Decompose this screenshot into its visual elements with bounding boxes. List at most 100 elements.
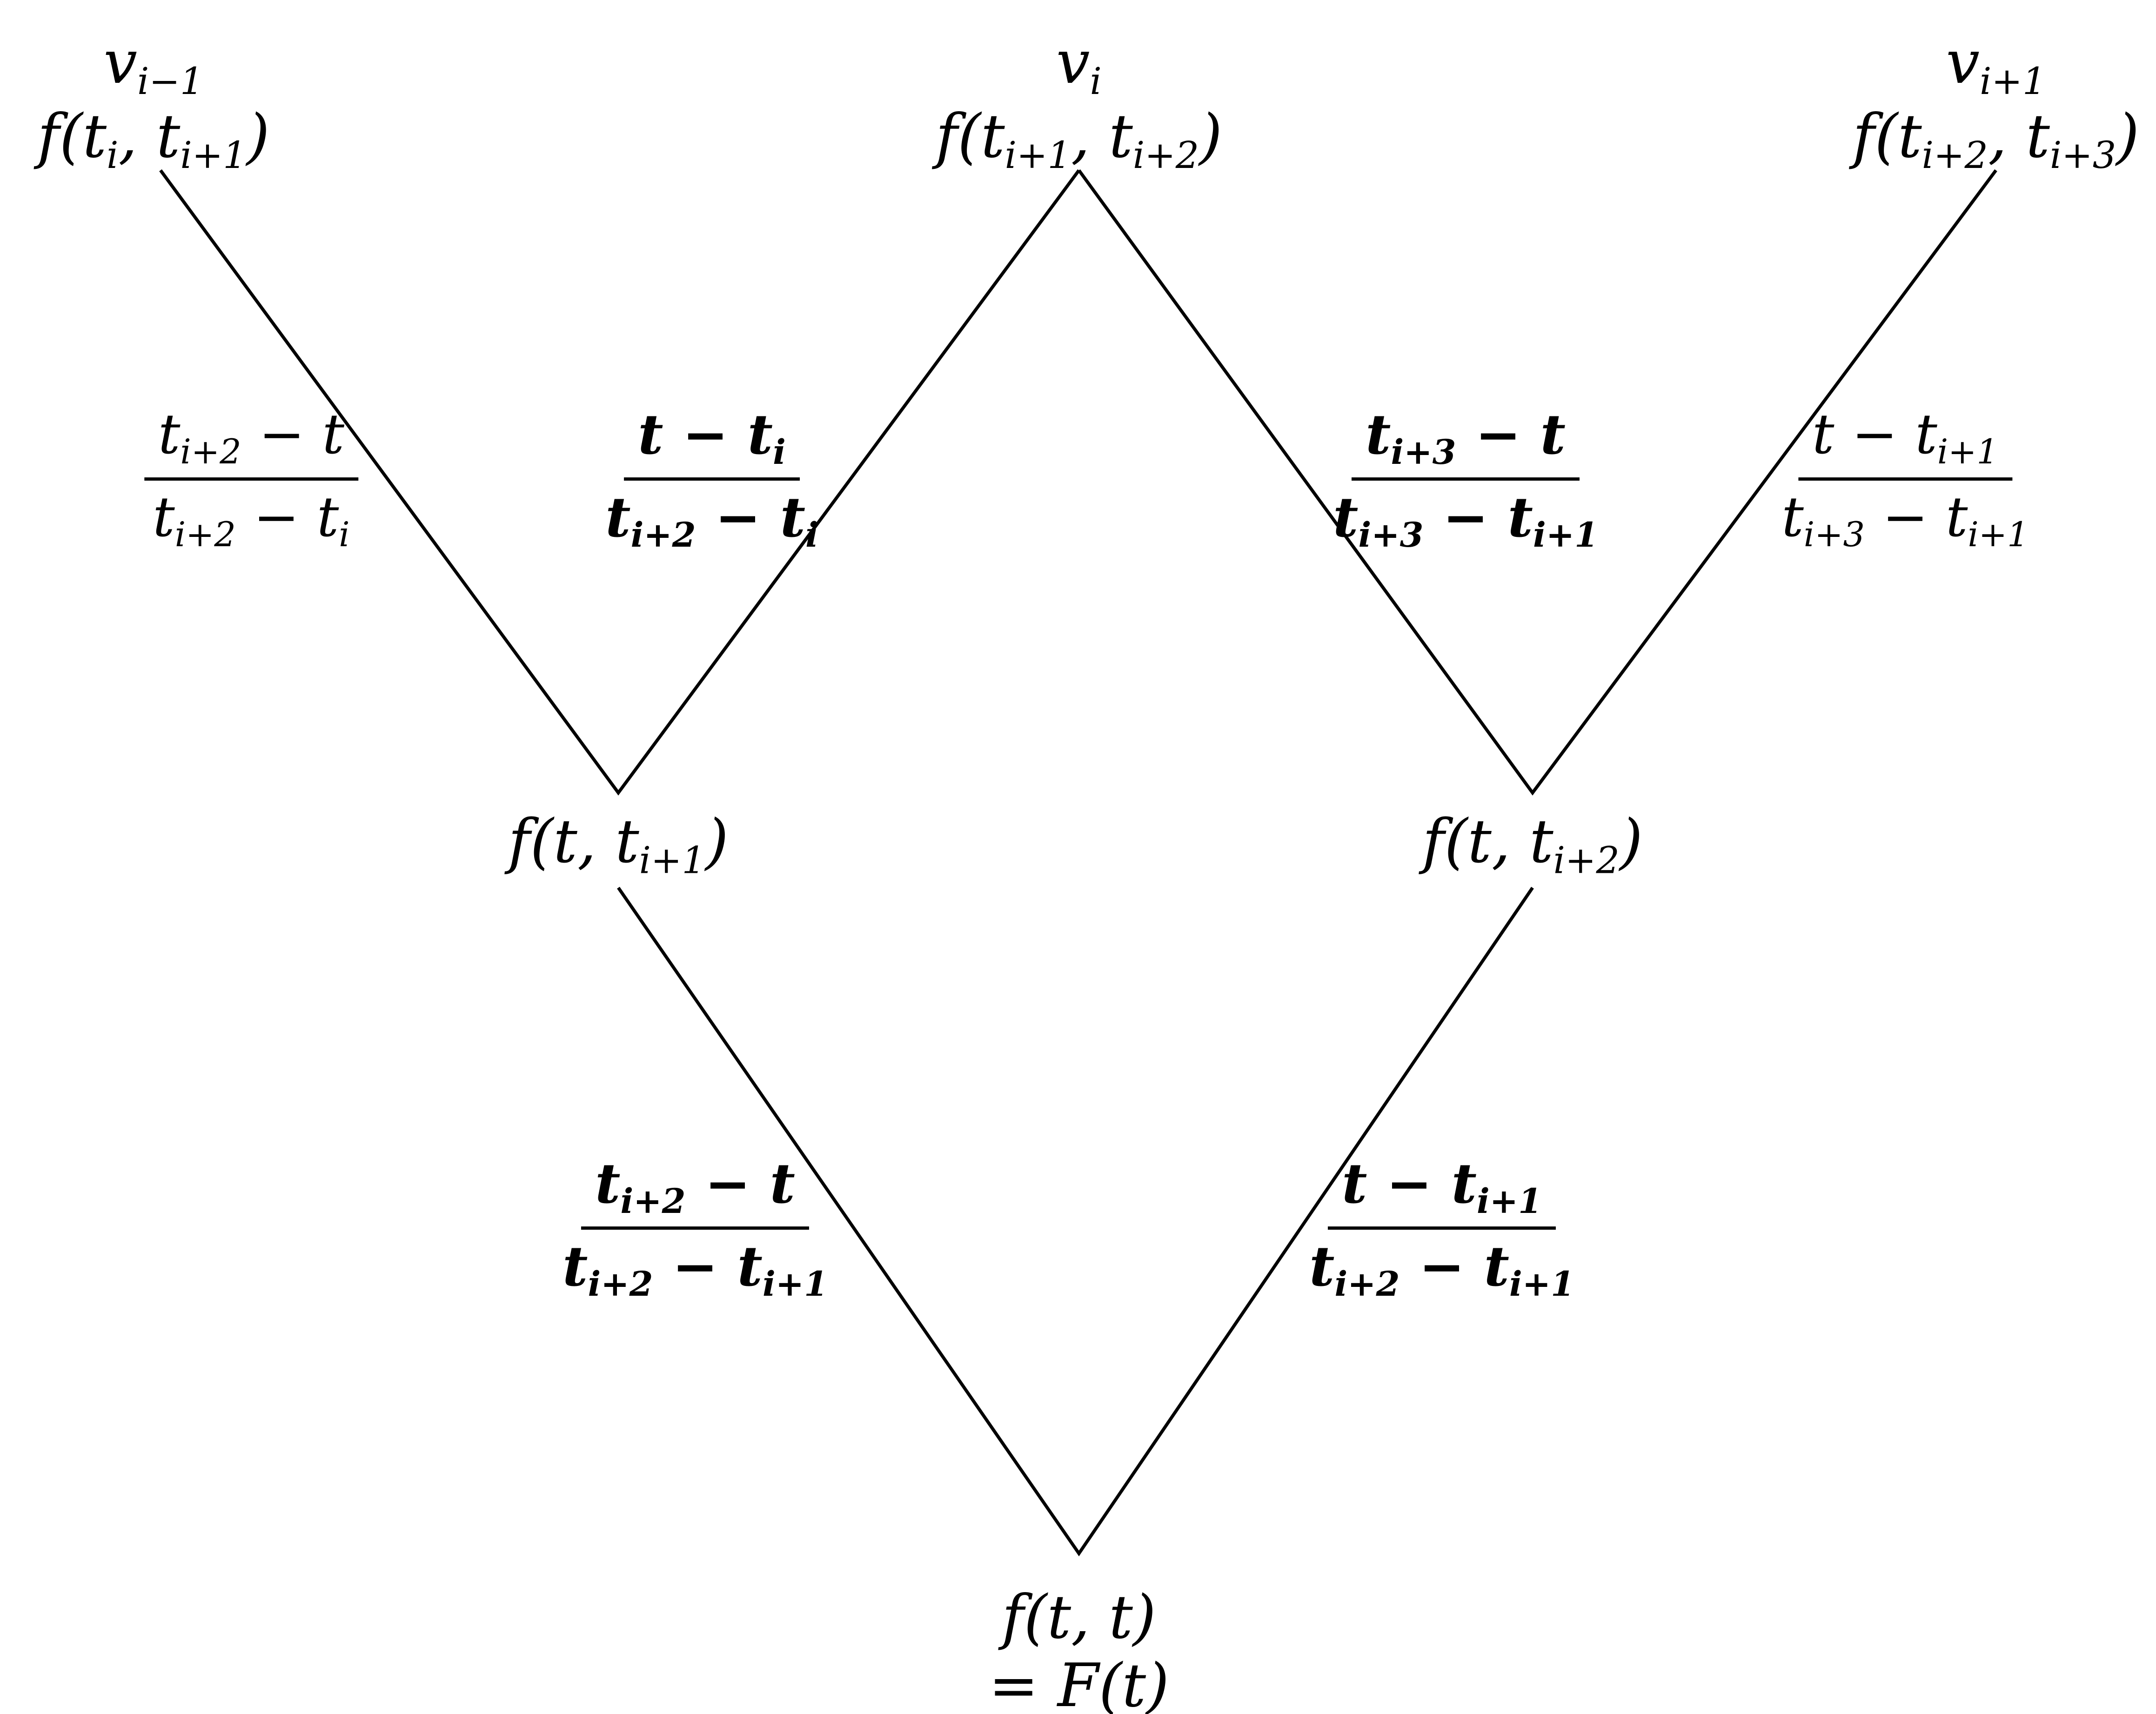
math-token: f(ti+1 xyxy=(935,102,1071,176)
token-base: − t xyxy=(241,402,344,467)
token-subscript: i+1 xyxy=(1968,515,2029,555)
math-token: ) xyxy=(705,807,729,876)
math-token: − t xyxy=(685,1151,795,1216)
token-base: f(t xyxy=(935,102,1005,171)
fraction-denominator: ti+2 − ti xyxy=(591,481,832,554)
fraction-numerator: ti+3 − t xyxy=(1351,402,1580,481)
node-top-left: vi−1 f(ti, ti+1) xyxy=(37,28,269,176)
token-base: t − t xyxy=(1341,1151,1477,1216)
token-subscript: i+1 xyxy=(1937,432,1998,472)
control-point-label: vi−1 xyxy=(37,28,269,102)
token-base: v xyxy=(1056,27,1090,97)
fraction-numerator: t − ti+1 xyxy=(1798,404,2012,481)
token-subscript: i+1 xyxy=(763,1264,828,1305)
token-subscript: i+2 xyxy=(630,515,696,556)
token-base: − t xyxy=(696,485,806,550)
fraction-numerator: ti+2 − t xyxy=(581,1151,810,1230)
math-token: vi xyxy=(1056,27,1102,102)
token-subscript: i+1 xyxy=(1533,515,1599,556)
token-subscript: i+2 xyxy=(1132,133,1199,177)
math-token: ti+2 xyxy=(595,1151,686,1220)
token-base: t xyxy=(595,1151,621,1216)
token-base: ) xyxy=(705,807,729,877)
math-token: − ti+1 xyxy=(1399,1234,1574,1303)
math-token: vi+1 xyxy=(1946,28,2046,102)
fraction-numerator: t − ti xyxy=(624,404,800,481)
blossom-label: f(ti, ti+1) xyxy=(37,102,269,176)
math-token: = F(t) xyxy=(989,1651,1169,1714)
fraction-numerator: t − ti+1 xyxy=(1327,1151,1556,1230)
token-subscript: i+1 xyxy=(1509,1264,1575,1305)
math-token: f(t, ti+2 xyxy=(1422,807,1620,881)
math-token: ) xyxy=(2116,102,2139,171)
blossom-label: f(ti+1, ti+2) xyxy=(936,102,1222,176)
math-token: ti+2 xyxy=(153,485,236,554)
token-base: = F(t) xyxy=(988,1651,1170,1714)
token-base: ) xyxy=(1199,102,1223,171)
math-token: ti+2 xyxy=(605,485,696,554)
token-subscript: i+2 xyxy=(588,1264,653,1305)
token-subscript: i+1 xyxy=(1477,1181,1542,1222)
math-token: , ti+1 xyxy=(118,102,247,176)
blossom-label: f(ti+2, ti+3) xyxy=(1853,102,2139,176)
math-token: − t xyxy=(241,402,344,466)
token-subscript: i+3 xyxy=(2049,133,2116,177)
token-base: − t xyxy=(235,485,339,549)
token-base: − t xyxy=(1399,1234,1510,1299)
math-token: ) xyxy=(1199,102,1222,171)
token-base: , t xyxy=(1988,102,2050,171)
token-subscript: i xyxy=(1090,59,1102,103)
math-token: ti+3 xyxy=(1366,402,1456,471)
token-base: t xyxy=(1309,1234,1335,1299)
fraction-numerator: ti+2 − t xyxy=(144,404,358,481)
token-subscript: i+3 xyxy=(1391,432,1456,473)
math-token: f(t, t) xyxy=(1002,1583,1156,1652)
token-base: t xyxy=(153,485,175,549)
edge-upper-left-v xyxy=(159,169,1080,796)
token-base: t xyxy=(562,1234,588,1299)
token-base: t xyxy=(158,402,181,467)
node-bottom: f(t, t) = F(t) xyxy=(989,1583,1169,1714)
curve-value-label: = F(t) xyxy=(989,1652,1169,1714)
edge-lower-v xyxy=(617,887,1534,1557)
fraction-denominator: ti+2 − ti xyxy=(139,481,363,554)
token-subscript: i+2 xyxy=(174,515,236,555)
token-base: − t xyxy=(1456,402,1566,467)
node-top-right: vi+1 f(ti+2, ti+3) xyxy=(1853,28,2139,176)
control-point-label: vi xyxy=(936,28,1222,102)
math-token: , ti+3 xyxy=(1988,102,2116,176)
math-token: ) xyxy=(247,102,270,171)
token-subscript: i xyxy=(339,515,350,555)
token-base: − t xyxy=(685,1151,796,1216)
token-base: ) xyxy=(2116,102,2140,171)
token-base: ) xyxy=(1620,807,1643,877)
token-base: , t xyxy=(1071,102,1133,171)
token-base: − t xyxy=(653,1234,763,1299)
math-token: ) xyxy=(1620,807,1643,876)
token-subscript: i+3 xyxy=(1803,515,1865,555)
math-token: − ti+1 xyxy=(1865,485,2029,554)
node-top-mid: vi f(ti+1, ti+2) xyxy=(936,28,1222,176)
blossom-label: f(t, ti+1) xyxy=(508,807,729,881)
token-subscript: i xyxy=(773,432,786,473)
token-base: − t xyxy=(1865,485,1968,549)
token-base: f(t, t xyxy=(1422,807,1553,877)
token-subscript: i+2 xyxy=(180,432,241,472)
token-subscript: i+2 xyxy=(620,1181,686,1222)
token-base: t − t xyxy=(1812,402,1937,467)
token-base: − t xyxy=(1423,485,1533,550)
token-base: f(t, t xyxy=(508,807,639,877)
token-subscript: i xyxy=(107,133,119,177)
fraction-denominator: ti+2 − ti+1 xyxy=(549,1230,842,1303)
math-token: t − ti+1 xyxy=(1812,402,1998,471)
math-token: vi−1 xyxy=(104,28,204,102)
math-token: − ti xyxy=(235,485,349,554)
token-base: t xyxy=(605,485,631,550)
token-base: , t xyxy=(118,102,181,171)
token-subscript: i+1 xyxy=(1004,133,1071,177)
